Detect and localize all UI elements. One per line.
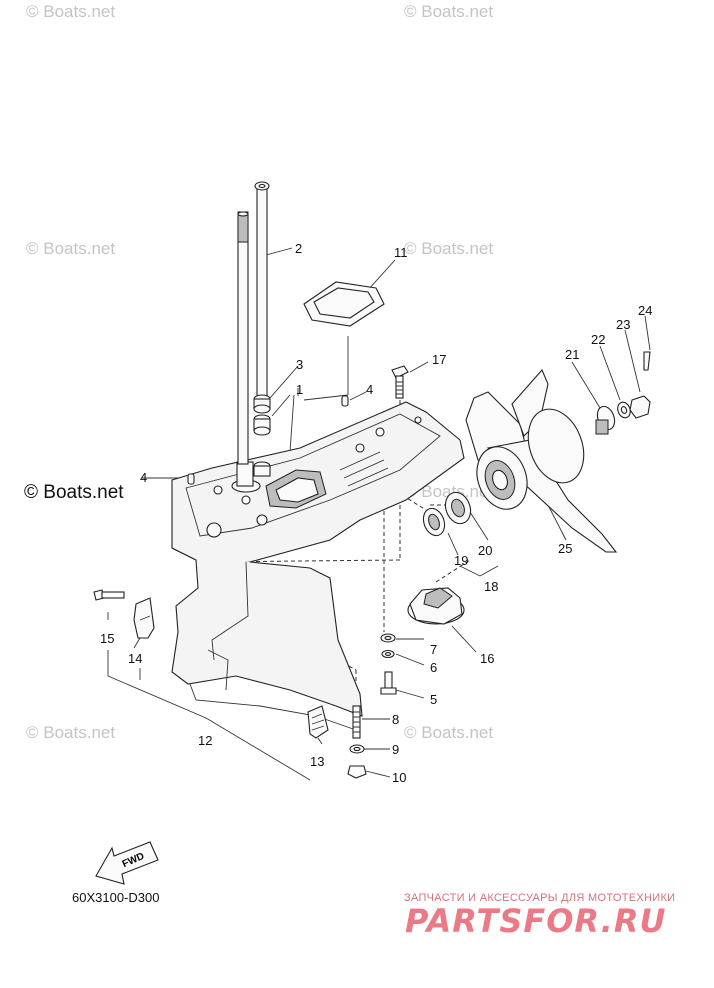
watermark-top-left: © Boats.net (26, 2, 116, 21)
callout-14: 14 (128, 651, 143, 666)
callout-4-upper: 4 (366, 382, 374, 397)
fwd-arrow (95, 841, 159, 885)
callout-18: 18 (484, 579, 499, 594)
anode-13 (307, 705, 329, 739)
lower-casing (171, 401, 465, 731)
washer-bolt-stack (380, 633, 397, 695)
watermark-upper-left: © Boats.net (26, 239, 116, 258)
callout-8: 8 (392, 712, 400, 727)
callout-7: 7 (430, 642, 438, 657)
callout-21: 21 (565, 347, 580, 362)
callout-24: 24 (638, 303, 653, 318)
callout-2: 2 (295, 241, 303, 256)
bolt-17 (391, 365, 409, 399)
prop-hardware (595, 351, 651, 435)
watermark-top-right: © Boats.net (404, 2, 494, 21)
watermark-middle-right: © Boats.net (404, 482, 494, 501)
callout-13: 13 (310, 754, 325, 769)
drive-shaft (237, 211, 249, 465)
grommets (253, 394, 271, 477)
callout-1: 1 (296, 382, 304, 397)
brand-logo: PARTSFOR.RU (405, 902, 667, 940)
callout-17: 17 (432, 352, 447, 367)
propeller (465, 368, 618, 553)
callout-16: 16 (480, 651, 495, 666)
oil-seals (422, 491, 472, 537)
brand-subtitle: ЗАПЧАСТИ И АКСЕССУАРЫ ДЛЯ МОТОТЕХНИКИ (404, 892, 676, 904)
stud-washer-nut (347, 705, 367, 779)
callout-10: 10 (392, 770, 407, 785)
water-tube (254, 181, 270, 397)
callout-5: 5 (430, 692, 438, 707)
gasket (303, 281, 385, 327)
trim-tab-and-bolt (93, 589, 155, 639)
impeller-16 (407, 587, 465, 625)
callout-20: 20 (478, 543, 493, 558)
callout-25: 25 (558, 541, 573, 556)
diagram-code: 60X3100-D300 (72, 890, 160, 905)
callout-9: 9 (392, 742, 400, 757)
watermark-middle-left: © Boats.net (24, 482, 124, 503)
watermark-upper-right: © Boats.net (404, 239, 494, 258)
callout-22: 22 (591, 332, 606, 347)
callout-6: 6 (430, 660, 438, 675)
callout-23: 23 (616, 317, 631, 332)
watermark-lower-right: © Boats.net (404, 723, 494, 742)
callout-15: 15 (100, 631, 115, 646)
callout-11: 11 (394, 245, 408, 260)
callout-4-left: 4 (140, 470, 148, 485)
callout-19: 19 (454, 553, 469, 568)
watermark-lower-left: © Boats.net (26, 723, 116, 742)
callout-12: 12 (198, 733, 213, 748)
leader-lines (107, 247, 651, 781)
dowel-pins (187, 395, 349, 485)
callout-3: 3 (296, 357, 304, 372)
